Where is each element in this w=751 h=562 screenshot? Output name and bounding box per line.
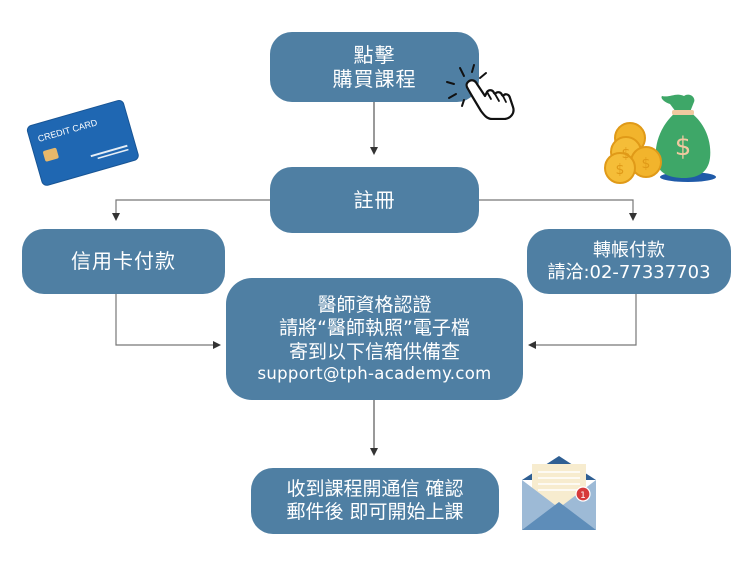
- step-doctor-verification: 醫師資格認證 請將“醫師執照”電子檔 寄到以下信箱供備查 support@tph…: [226, 278, 523, 400]
- step-confirmation-email: 收到課程開通信 確認 郵件後 即可開始上課: [251, 468, 499, 534]
- svg-text:$: $: [616, 162, 625, 178]
- step-confirmation-line-2: 郵件後 即可開始上課: [286, 501, 464, 523]
- svg-text:$: $: [622, 146, 631, 162]
- money-bag-coins-icon: $ $ $ $: [604, 94, 716, 184]
- step-verification-line-2: 請將“醫師執照”電子檔: [279, 317, 470, 340]
- step-verification-line-3: 寄到以下信箱供備查: [288, 340, 460, 363]
- connector-transfer-to-verification: [528, 294, 637, 349]
- credit-card-icon: CREDIT CARD: [26, 99, 139, 186]
- connector-register-to-transfer: [479, 199, 637, 221]
- step-verification-line-1: 醫師資格認證: [317, 294, 432, 317]
- step-confirmation-line-1: 收到課程開通信 確認: [286, 477, 464, 500]
- step-register-label: 註冊: [353, 187, 396, 212]
- step-click-purchase-line-1: 點擊: [353, 42, 396, 67]
- svg-text:$: $: [642, 156, 651, 172]
- email-badge-count: 1: [580, 491, 586, 501]
- step-bank-transfer-phone: 請洽:02-77337703: [547, 261, 711, 283]
- money-bag-symbol: $: [675, 132, 692, 162]
- support-email: support@tph-academy.com: [257, 363, 492, 383]
- step-bank-transfer-label: 轉帳付款: [593, 239, 665, 261]
- step-click-purchase-line-2: 購買課程: [332, 67, 417, 91]
- step-credit-card-label: 信用卡付款: [71, 249, 176, 274]
- step-register: 註冊: [270, 167, 479, 233]
- step-credit-card-payment: 信用卡付款: [22, 229, 225, 294]
- email-envelope-icon: 1: [522, 456, 596, 530]
- connector-register-to-credit-card: [112, 199, 270, 221]
- step-bank-transfer-payment: 轉帳付款 請洽:02-77337703: [527, 229, 731, 294]
- hand-pointer-click-icon: [446, 64, 515, 120]
- step-click-purchase: 點擊 購買課程: [270, 32, 479, 102]
- connector-credit-card-to-verification: [115, 294, 221, 349]
